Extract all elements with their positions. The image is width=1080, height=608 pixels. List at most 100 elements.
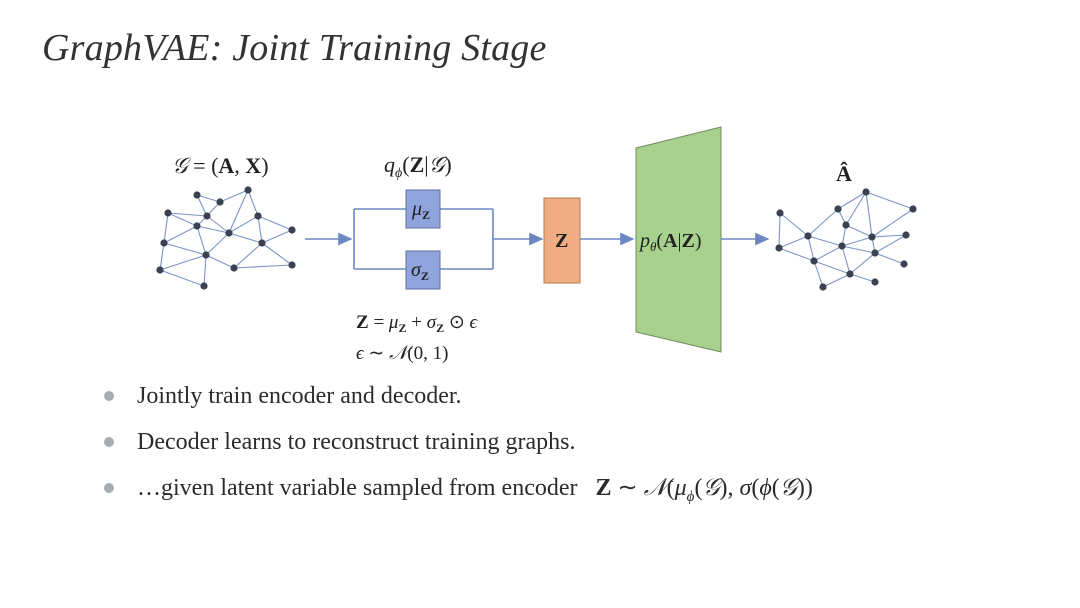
graph-edge bbox=[167, 212, 198, 227]
graph-edge bbox=[228, 189, 249, 234]
output-label: Â bbox=[836, 161, 852, 186]
graph-edge bbox=[874, 234, 907, 254]
graph-edge bbox=[228, 215, 259, 234]
graph-edge bbox=[841, 236, 873, 247]
graph-node bbox=[862, 188, 870, 196]
graph-node bbox=[776, 209, 784, 217]
graph-node bbox=[842, 221, 850, 229]
graph-edge bbox=[167, 212, 208, 217]
graph-node bbox=[203, 212, 211, 220]
graph-node bbox=[834, 205, 842, 213]
graph-node bbox=[288, 226, 296, 234]
graph-edge bbox=[813, 260, 824, 288]
graph-edge bbox=[779, 212, 809, 237]
graph-edge bbox=[807, 235, 843, 247]
graph-edge bbox=[807, 235, 815, 262]
encoder-bracket bbox=[353, 208, 494, 270]
sigma-box bbox=[405, 250, 441, 290]
graph-edge bbox=[159, 242, 165, 271]
reparam-equation-2: ϵ ∼ 𝒩(0, 1) bbox=[356, 343, 448, 364]
graph-node bbox=[804, 232, 812, 240]
graph-edge bbox=[845, 224, 873, 238]
output-graph bbox=[775, 188, 917, 291]
graph-edge bbox=[228, 232, 263, 244]
mu-box bbox=[405, 189, 441, 229]
bullet-text: Decoder learns to reconstruct training g… bbox=[137, 429, 576, 455]
graph-edge bbox=[871, 234, 907, 238]
graph-edge bbox=[233, 242, 263, 269]
graph-node bbox=[216, 198, 224, 206]
graph-edge bbox=[849, 273, 876, 283]
bullet-text: Jointly train encoder and decoder. bbox=[137, 383, 462, 409]
graph-edge bbox=[159, 254, 207, 271]
graph-node bbox=[193, 191, 201, 199]
graph-node bbox=[819, 283, 827, 291]
graph-edge bbox=[163, 212, 169, 244]
graph-edge bbox=[845, 191, 867, 226]
graph-edge bbox=[874, 252, 905, 265]
bullet-dot bbox=[104, 483, 114, 493]
graph-node bbox=[871, 278, 879, 286]
graph-edge bbox=[837, 191, 867, 210]
graph-node bbox=[810, 257, 818, 265]
encoder-label: qϕ(Z|𝒢) bbox=[384, 152, 452, 181]
reparam-equation-1: Z = μZ + σZ ⊙ ϵ bbox=[356, 312, 479, 335]
graph-edge bbox=[163, 225, 198, 244]
bullet-math: Z∼ 𝒩(μϕ(𝒢), σ(ϕ(𝒢)) bbox=[595, 475, 813, 505]
graph-node bbox=[909, 205, 917, 213]
graph-node bbox=[868, 233, 876, 241]
graph-node bbox=[193, 222, 201, 230]
graph-edge bbox=[778, 235, 809, 249]
bullet-dot bbox=[104, 391, 114, 401]
bullet-item: …given latent variable sampled from enco… bbox=[104, 470, 813, 516]
z-box bbox=[543, 197, 581, 284]
graph-edge bbox=[203, 254, 207, 287]
z-label: Z bbox=[555, 230, 568, 252]
graph-node bbox=[156, 266, 164, 274]
graph-edge bbox=[849, 252, 876, 275]
graph-edge bbox=[257, 215, 263, 244]
graph-edge bbox=[159, 269, 205, 287]
graph-node bbox=[244, 186, 252, 194]
graph-edge bbox=[196, 225, 230, 234]
graph-edge bbox=[871, 208, 914, 238]
graph-edge bbox=[865, 191, 914, 210]
graph-edge bbox=[247, 189, 259, 217]
slide-title: GraphVAE: Joint Training Stage bbox=[42, 27, 547, 69]
graph-edge bbox=[261, 229, 293, 244]
graph-edge bbox=[778, 247, 815, 262]
graph-edge bbox=[807, 208, 839, 237]
graph-node bbox=[230, 264, 238, 272]
graph-node bbox=[164, 209, 172, 217]
decoder-label: pθ(A|Z) bbox=[638, 230, 702, 254]
graph-edge bbox=[813, 245, 843, 262]
mu-label: μZ bbox=[411, 198, 430, 222]
graph-edge bbox=[163, 242, 207, 256]
graph-edge bbox=[219, 189, 249, 203]
graph-edge bbox=[841, 245, 851, 275]
graph-node bbox=[871, 249, 879, 257]
graph-node bbox=[846, 270, 854, 278]
graph-edge bbox=[778, 212, 781, 249]
graph-edge bbox=[205, 232, 230, 256]
graph-node bbox=[775, 244, 783, 252]
graph-node bbox=[160, 239, 168, 247]
input-graph bbox=[156, 186, 296, 290]
sigma-label: σZ bbox=[411, 259, 429, 283]
decoder-trapezoid bbox=[635, 126, 722, 353]
graph-node bbox=[900, 260, 908, 268]
graph-node bbox=[225, 229, 233, 237]
graph-node bbox=[838, 242, 846, 250]
graph-edge bbox=[865, 191, 873, 238]
bullet-dot bbox=[104, 437, 114, 447]
graph-edge bbox=[205, 254, 235, 269]
graph-edge bbox=[261, 242, 293, 266]
graph-edge bbox=[196, 225, 207, 256]
graph-edge bbox=[257, 215, 293, 231]
graph-node bbox=[254, 212, 262, 220]
graph-edge bbox=[196, 194, 221, 203]
bullet-item: Jointly train encoder and decoder. bbox=[104, 378, 813, 424]
graph-edge bbox=[206, 215, 230, 234]
bullet-list: Jointly train encoder and decoder. Decod… bbox=[104, 378, 813, 516]
